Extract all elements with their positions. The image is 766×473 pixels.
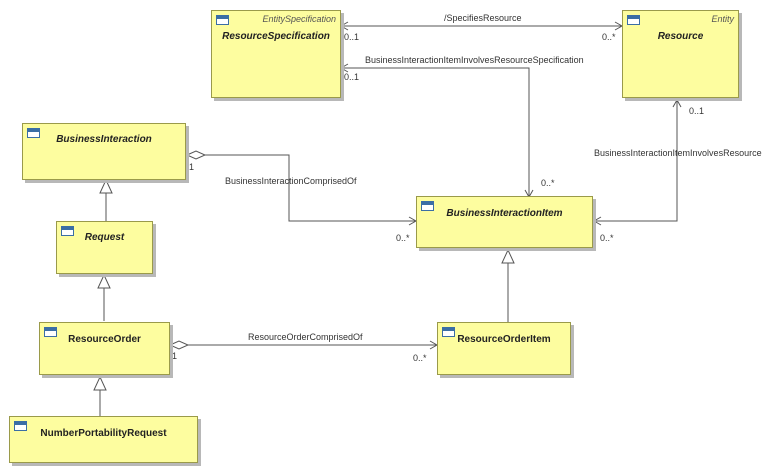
item-involves-spec-target-mult: 0..* xyxy=(541,178,555,188)
class-icon xyxy=(27,128,40,138)
interaction-comprised-of-source-mult: 1 xyxy=(189,162,195,172)
class-icon xyxy=(216,15,229,25)
item-involves-resource-target-mult: 0..* xyxy=(600,233,614,243)
interaction-comprised-of-line[interactable] xyxy=(205,154,416,222)
class-icon xyxy=(14,421,27,431)
specifies-resource-label: /SpecifiesResource xyxy=(444,13,522,23)
gen-resource-order-item-triangle xyxy=(501,248,515,264)
interaction-comprised-of-target-mult: 0..* xyxy=(396,233,410,243)
order-comprised-of-source-mult: 1 xyxy=(172,351,178,361)
class-name: Request xyxy=(84,232,125,243)
class-business-interaction[interactable]: BusinessInteraction xyxy=(22,123,186,180)
class-icon xyxy=(421,201,434,211)
class-icon xyxy=(627,15,640,25)
class-resource[interactable]: Entity Resource xyxy=(622,10,739,98)
item-involves-resource-arrow xyxy=(672,98,682,108)
class-icon xyxy=(442,327,455,337)
class-number-portability-request[interactable]: NumberPortabilityRequest xyxy=(9,416,198,463)
item-involves-spec-arrow xyxy=(339,63,349,73)
item-involves-resource-arrow-target xyxy=(592,216,602,226)
class-name: BusinessInteraction xyxy=(56,134,152,145)
item-involves-resource-label: BusinessInteractionItemInvolvesResource xyxy=(594,148,762,158)
class-name: ResourceOrderItem xyxy=(457,334,551,345)
class-request[interactable]: Request xyxy=(56,221,153,274)
class-name: NumberPortabilityRequest xyxy=(40,428,167,439)
class-name: BusinessInteractionItem xyxy=(446,208,563,219)
interaction-comprised-of-label: BusinessInteractionComprisedOf xyxy=(225,176,357,186)
specifies-resource-target-mult: 0..* xyxy=(602,32,616,42)
item-involves-spec-label: BusinessInteractionItemInvolvesResourceS… xyxy=(365,55,584,65)
item-involves-resource-line[interactable] xyxy=(594,100,678,222)
class-resource-order[interactable]: ResourceOrder xyxy=(39,322,170,375)
order-comprised-of-diamond xyxy=(168,340,190,350)
stereotype-label: EntitySpecification xyxy=(262,14,336,24)
stereotype-label: Entity xyxy=(711,14,734,24)
gen-number-portability-triangle xyxy=(93,375,107,391)
class-icon xyxy=(61,226,74,236)
gen-resource-order-triangle xyxy=(97,273,111,289)
specifies-resource-source-mult: 0..1 xyxy=(344,32,360,42)
class-icon xyxy=(44,327,57,337)
class-name: Resource xyxy=(657,31,704,42)
class-resource-order-item[interactable]: ResourceOrderItem xyxy=(437,322,571,375)
item-involves-resource-source-mult: 0..1 xyxy=(689,106,705,116)
item-involves-spec-source-mult: 0..1 xyxy=(344,72,360,82)
class-business-interaction-item[interactable]: BusinessInteractionItem xyxy=(416,196,593,248)
class-name: ResourceSpecification xyxy=(222,31,330,42)
class-resource-specification[interactable]: EntitySpecification ResourceSpecificatio… xyxy=(211,10,341,98)
order-comprised-of-label: ResourceOrderComprisedOf xyxy=(248,332,363,342)
interaction-comprised-of-diamond xyxy=(185,150,207,160)
gen-request-triangle xyxy=(99,178,113,194)
item-involves-spec-line[interactable] xyxy=(341,67,530,197)
specifies-resource-arrow-source xyxy=(339,21,349,31)
order-comprised-of-target-mult: 0..* xyxy=(413,353,427,363)
class-name: ResourceOrder xyxy=(68,334,141,345)
